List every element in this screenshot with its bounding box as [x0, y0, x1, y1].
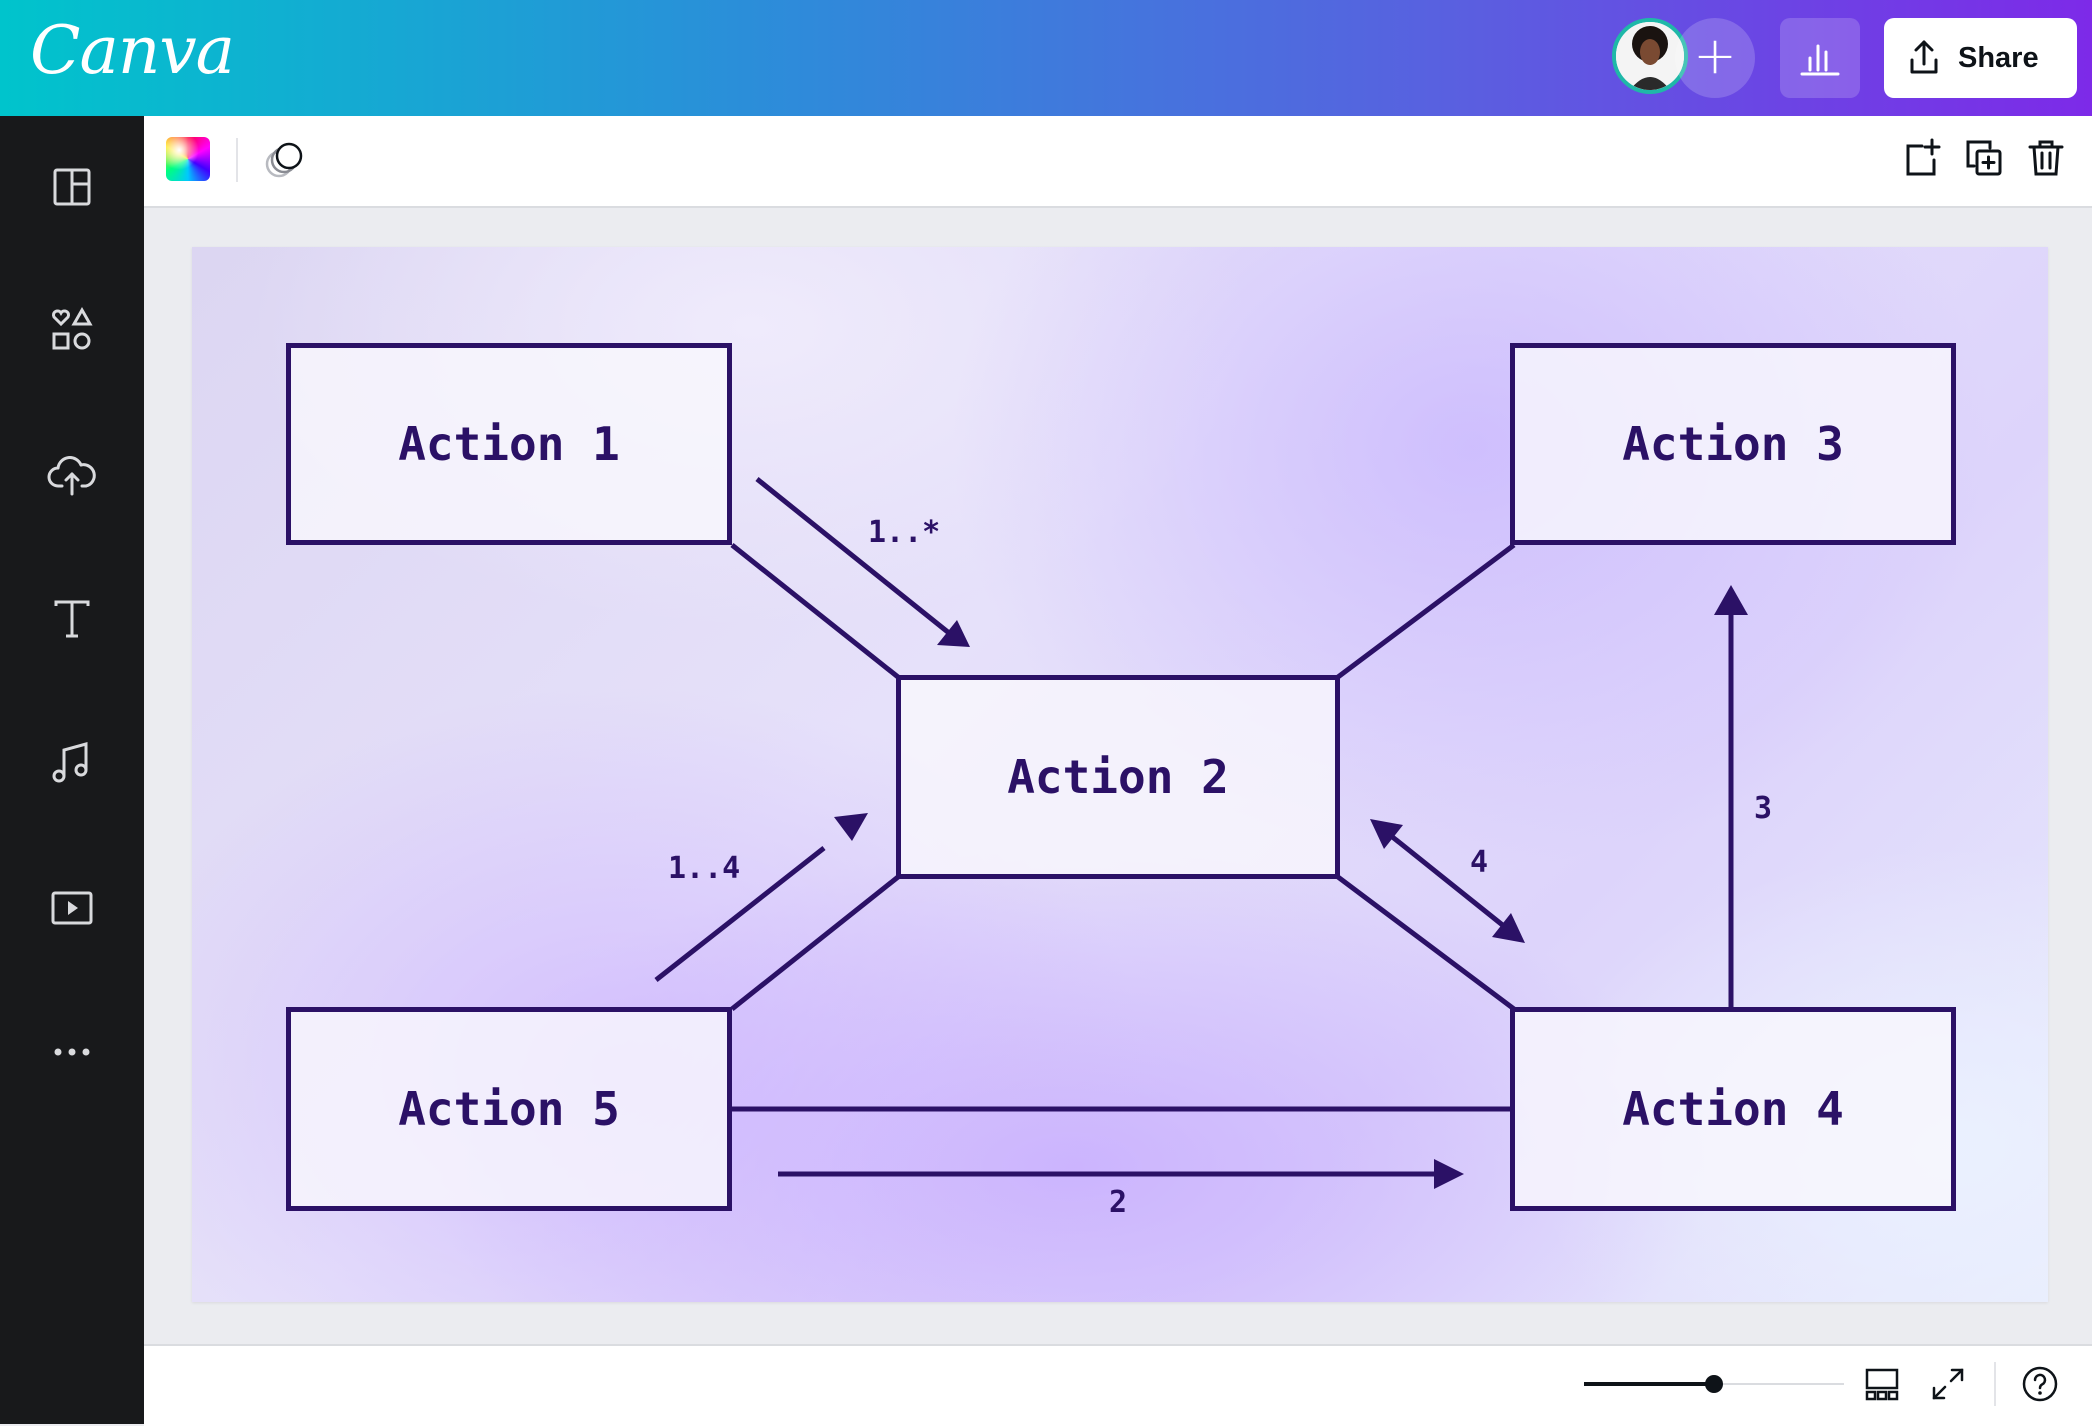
arrow-1-head	[937, 620, 970, 647]
arrow-4-head-down	[1492, 913, 1525, 943]
edge-label: 3	[1754, 791, 1773, 826]
edge-label: 1..4	[668, 851, 741, 886]
arrow-1-shaft	[755, 477, 956, 639]
video-icon[interactable]	[42, 878, 102, 938]
elements-icon[interactable]	[42, 302, 102, 362]
fullscreen-icon[interactable]	[1930, 1366, 1966, 1402]
design-canvas[interactable]: Action 1 Action 2 Action 3 Action 4 Acti…	[192, 247, 2048, 1302]
share-upload-icon	[1910, 40, 1938, 74]
node-action-1[interactable]: Action 1	[286, 343, 732, 545]
zoom-slider-fill	[1584, 1382, 1714, 1386]
insights-button[interactable]	[1780, 18, 1860, 98]
share-label: Share	[1958, 41, 2039, 74]
node-label: Action 5	[398, 1082, 620, 1136]
edge-label: 4	[1470, 845, 1489, 880]
connector-a4-a2	[1336, 875, 1516, 1011]
arrow-4-shaft	[1378, 825, 1512, 933]
add-page-icon[interactable]	[1902, 138, 1942, 178]
top-bar: Canva + Share	[0, 0, 2092, 116]
toolbar-divider	[236, 138, 238, 182]
node-action-2[interactable]: Action 2	[896, 675, 1340, 879]
arrow-4-head-up	[1370, 819, 1403, 849]
node-label: Action 2	[1007, 750, 1229, 804]
add-collaborator-button[interactable]: +	[1675, 18, 1755, 98]
user-avatar[interactable]	[1612, 18, 1688, 94]
bottombar-divider	[1994, 1362, 1996, 1406]
edge-label: 1..*	[868, 515, 941, 550]
edge-label: 2	[1109, 1185, 1128, 1220]
layout-icon[interactable]	[42, 158, 102, 218]
arrow-14-shaft	[654, 846, 826, 982]
upload-cloud-icon[interactable]	[42, 446, 102, 506]
color-picker[interactable]	[166, 137, 210, 181]
node-label: Action 1	[398, 417, 620, 471]
context-toolbar	[144, 116, 2092, 208]
diagram-connectors	[654, 477, 1748, 1189]
more-icon[interactable]	[42, 1022, 102, 1082]
duplicate-page-icon[interactable]	[1964, 138, 2004, 178]
transparency-icon[interactable]	[262, 138, 310, 182]
node-label: Action 3	[1622, 417, 1844, 471]
arrow-2-head	[1434, 1159, 1464, 1189]
node-action-5[interactable]: Action 5	[286, 1007, 732, 1211]
connector-a3-a2	[1336, 543, 1516, 679]
bottom-bar	[144, 1344, 2092, 1426]
zoom-slider-handle[interactable]	[1705, 1375, 1723, 1393]
text-icon[interactable]	[42, 590, 102, 650]
node-action-3[interactable]: Action 3	[1510, 343, 1956, 545]
connector-a1-a2	[730, 543, 900, 679]
delete-icon[interactable]	[2026, 138, 2066, 178]
bar-chart-icon	[1800, 44, 1840, 76]
node-action-4[interactable]: Action 4	[1510, 1007, 1956, 1211]
node-label: Action 4	[1622, 1082, 1844, 1136]
arrow-14-head	[834, 813, 868, 841]
music-icon[interactable]	[42, 734, 102, 794]
left-sidebar	[0, 116, 144, 1424]
grid-view-icon[interactable]	[1864, 1366, 1900, 1402]
help-icon[interactable]	[2020, 1364, 2060, 1404]
canva-logo[interactable]: Canva	[30, 12, 235, 89]
connector-a5-a2	[730, 875, 900, 1011]
arrow-3-head	[1714, 585, 1748, 615]
share-button[interactable]: Share	[1884, 18, 2077, 98]
